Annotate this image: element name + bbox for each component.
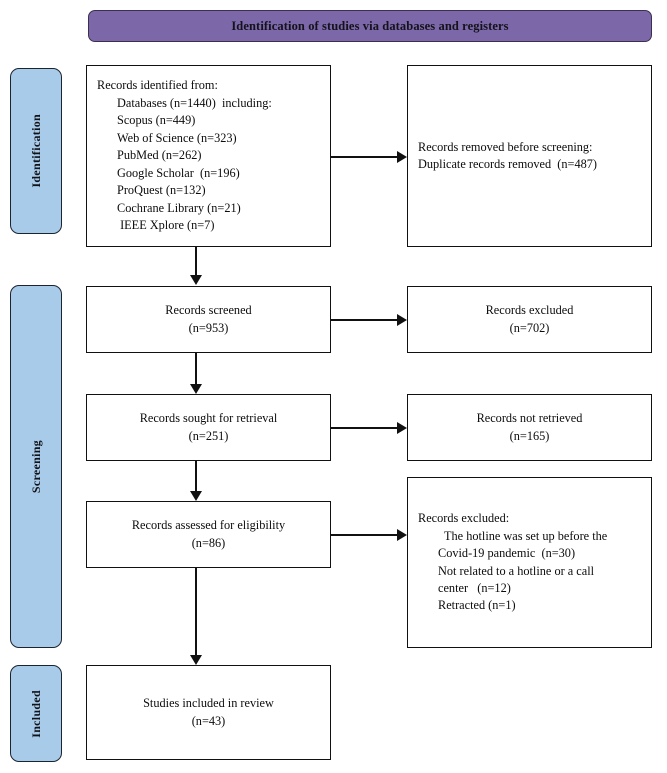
arrow-stem [195,353,197,386]
records-screened-label: Records screened [165,303,252,318]
records-identified-heading: Records identified from: [97,78,218,93]
records-removed-heading: Records removed before screening: [418,139,593,154]
arrow-head-right-icon [397,314,407,326]
phase-label-screening: Screening [28,439,43,494]
records-excluded-label: Records excluded [485,303,574,318]
phase-label-identification: Identification [28,114,43,188]
box-records-sought-for-retrieval: Records sought for retrieval (n=251) [86,394,331,461]
box-records-excluded-with-reasons: Records excluded: The hotline was set up… [407,477,652,648]
records-identified-cochrane-library: Cochrane Library (n=21) [117,200,241,215]
records-assessed-label: Records assessed for eligibility [131,518,286,533]
records-not-retrieved-label: Records not retrieved [476,411,583,426]
records-excluded-count: (n=702) [509,320,550,335]
arrow-stem [331,534,399,536]
arrow-head-right-icon [397,529,407,541]
arrow-stem [195,247,197,277]
excluded-reason-not-related-2: center (n=12) [438,580,511,595]
box-studies-included-in-review: Studies included in review (n=43) [86,665,331,760]
studies-included-count: (n=43) [191,713,226,728]
arrow-head-right-icon [397,422,407,434]
records-sought-count: (n=251) [188,428,229,443]
arrow-stem [331,427,399,429]
box-records-identified: Records identified from: Databases (n=14… [86,65,331,247]
phase-tab-screening: Screening [10,285,62,648]
records-identified-web-of-science: Web of Science (n=323) [117,130,237,145]
diagram-header-bar: Identification of studies via databases … [88,10,652,42]
arrow-head-down-icon [190,275,202,285]
arrow-stem [331,156,399,158]
arrow-head-down-icon [190,491,202,501]
studies-included-label: Studies included in review [143,696,274,711]
phase-tab-identification: Identification [10,68,62,234]
box-records-removed: Records removed before screening: Duplic… [407,65,652,247]
records-not-retrieved-count: (n=165) [509,428,550,443]
box-records-screened: Records screened (n=953) [86,286,331,353]
records-identified-ieee-xplore: IEEE Xplore (n=7) [117,218,215,233]
excluded-reason-not-related-1: Not related to a hotline or a call [438,563,595,578]
arrow-stem [195,568,197,657]
box-records-excluded: Records excluded (n=702) [407,286,652,353]
records-identified-proquest: ProQuest (n=132) [117,183,206,198]
records-identified-pubmed: PubMed (n=262) [117,148,202,163]
excluded-reasons-heading: Records excluded: [418,511,510,526]
arrow-head-down-icon [190,655,202,665]
box-records-not-retrieved: Records not retrieved (n=165) [407,394,652,461]
arrow-head-right-icon [397,151,407,163]
phase-tab-included: Included [10,665,62,762]
box-records-assessed-for-eligibility: Records assessed for eligibility (n=86) [86,501,331,568]
arrow-head-down-icon [190,384,202,394]
records-screened-count: (n=953) [188,320,229,335]
excluded-reason-hotline-before-covid-2: Covid-19 pandemic (n=30) [438,546,576,561]
records-removed-duplicates: Duplicate records removed (n=487) [418,157,598,171]
phase-label-included: Included [28,689,43,738]
records-identified-google-scholar: Google Scholar (n=196) [117,165,240,180]
arrow-stem [195,461,197,493]
diagram-title: Identification of studies via databases … [231,18,509,33]
records-identified-databases: Databases (n=1440) including: [117,95,272,110]
excluded-reason-retracted: Retracted (n=1) [438,598,516,613]
records-assessed-count: (n=86) [191,535,226,550]
records-sought-label: Records sought for retrieval [139,411,278,426]
arrow-stem [331,319,399,321]
records-identified-scopus: Scopus (n=449) [117,113,196,128]
excluded-reason-hotline-before-covid-1: The hotline was set up before the [444,528,608,543]
